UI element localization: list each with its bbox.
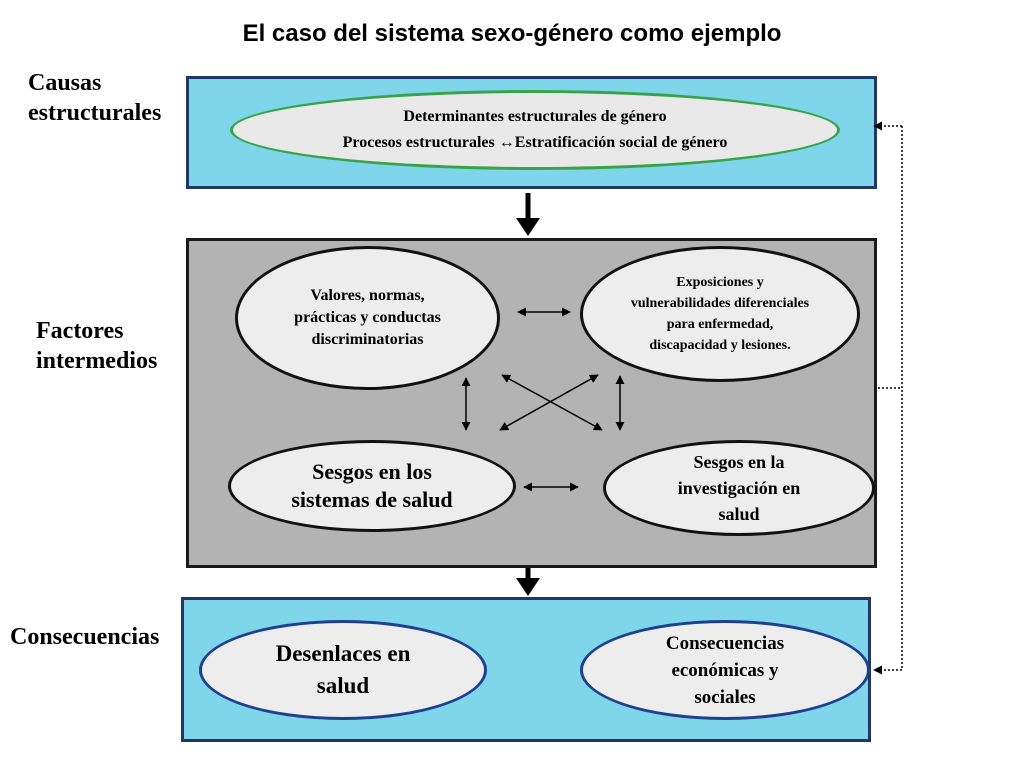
consecuencias-econ-line2: económicas y xyxy=(671,659,779,681)
determinantes-estructurales-ellipse: Determinantes estructurales de género Pr… xyxy=(230,90,840,170)
label-consecuencias-line1: Consecuencias xyxy=(10,624,160,650)
exposiciones-line1: Exposiciones y xyxy=(676,275,764,290)
label-causas-line1: Causas xyxy=(28,70,102,96)
label-factores-line2: intermedios xyxy=(36,348,158,374)
exposiciones-vulnerabilidades-ellipse: Exposiciones y vulnerabilidades diferenc… xyxy=(580,246,860,382)
exposiciones-line3: para enfermedad, xyxy=(666,317,774,332)
determinantes-line2: Procesos estructurales ↔Estratificación … xyxy=(343,130,728,156)
desenlaces-salud-ellipse: Desenlaces en salud xyxy=(199,620,487,720)
bidirectional-arrow-icon: ↔ xyxy=(498,134,515,151)
sesgos-sistemas-salud-ellipse: Sesgos en los sistemas de salud xyxy=(228,440,516,532)
desenlaces-line2: salud xyxy=(316,673,370,698)
determinantes-line1: Determinantes estructurales de género xyxy=(403,108,667,125)
feedback-loop-dotted xyxy=(873,121,903,675)
down-arrow-causes-to-factors xyxy=(516,193,540,236)
label-causas-estructurales: Causas estructurales xyxy=(28,68,161,128)
sesgos-investigacion-ellipse: Sesgos en la investigación en salud xyxy=(603,440,875,536)
down-arrow-factors-to-consequences xyxy=(516,568,540,596)
label-consecuencias: Consecuencias xyxy=(10,622,159,652)
desenlaces-line1: Desenlaces en xyxy=(275,641,411,666)
sesgos-salud-line2: sistemas de salud xyxy=(291,487,453,512)
consecuencias-econ-line3: sociales xyxy=(694,686,756,708)
label-causas-line2: estructurales xyxy=(28,100,162,126)
sesgos-investigacion-line2: investigación en xyxy=(677,478,801,498)
page-title: El caso del sistema sexo-género como eje… xyxy=(242,20,782,47)
exposiciones-line2: vulnerabilidades diferenciales xyxy=(630,296,810,311)
valores-normas-ellipse: Valores, normas, prácticas y conductas d… xyxy=(235,246,500,390)
estratificacion-social-text: Estratificación social de género xyxy=(514,134,728,151)
procesos-estructurales-text: Procesos estructurales xyxy=(342,134,499,151)
valores-line3: discriminatorias xyxy=(311,331,424,348)
sesgos-salud-line1: Sesgos en los xyxy=(312,459,432,484)
label-factores-line1: Factores xyxy=(36,318,124,344)
consecuencias-economicas-ellipse: Consecuencias económicas y sociales xyxy=(580,620,870,720)
exposiciones-line4: discapacidad y lesiones. xyxy=(649,338,791,353)
valores-line2: prácticas y conductas xyxy=(294,309,441,326)
sesgos-investigacion-line3: salud xyxy=(718,504,760,524)
consecuencias-econ-line1: Consecuencias xyxy=(665,632,785,654)
sesgos-investigacion-line1: Sesgos en la xyxy=(693,452,785,472)
valores-line1: Valores, normas, xyxy=(310,287,425,304)
label-factores-intermedios: Factores intermedios xyxy=(36,316,157,376)
